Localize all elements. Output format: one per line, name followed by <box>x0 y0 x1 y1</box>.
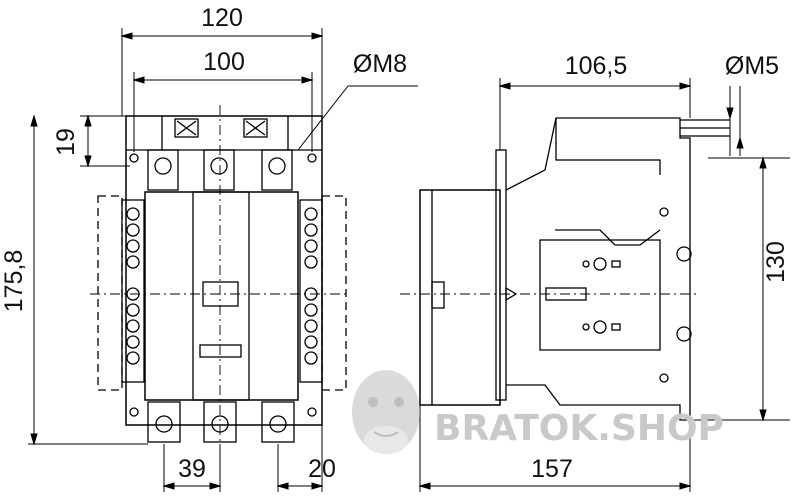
dim-width-overall: 120 <box>201 4 243 32</box>
gorilla-face-logo <box>352 370 420 454</box>
front-dimension-lines <box>28 28 418 492</box>
dim-terminal-pitch: 39 <box>178 455 206 483</box>
dim-height-overall: 175,8 <box>0 250 28 313</box>
dim-depth-upper: 106,5 <box>565 52 628 80</box>
dim-edge-offset: 20 <box>308 455 336 483</box>
dim-hole-diameter: ØM8 <box>353 50 407 78</box>
front-view <box>90 105 350 445</box>
dim-width-mounting: 100 <box>203 48 245 76</box>
dim-top-offset: 19 <box>52 128 80 156</box>
dim-depth-overall: 157 <box>531 455 573 483</box>
side-view <box>400 117 730 421</box>
dim-screw-diameter: ØM5 <box>725 52 779 80</box>
dim-mounting-height: 130 <box>762 241 790 283</box>
side-dimension-lines <box>418 78 790 492</box>
right-aux-terminals <box>299 199 323 383</box>
watermark-text: BRATOK.SHOP <box>434 408 724 449</box>
